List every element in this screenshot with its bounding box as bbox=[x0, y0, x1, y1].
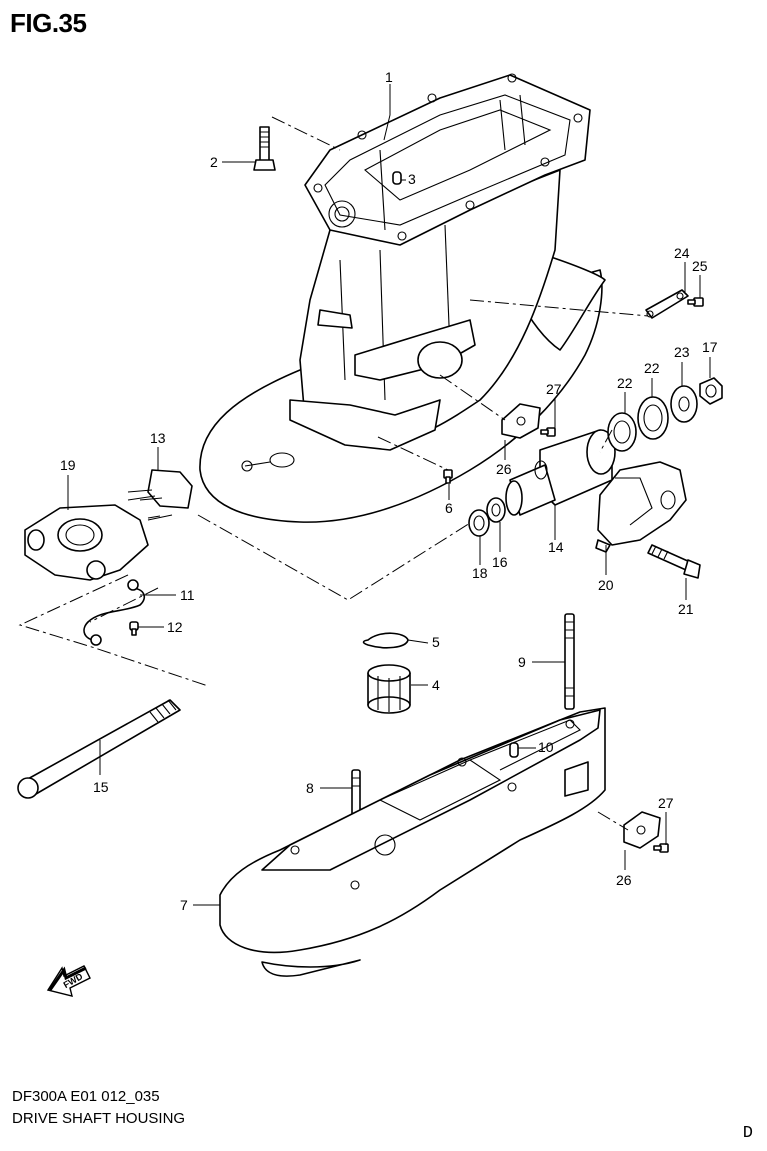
part-13-block bbox=[127, 469, 193, 521]
callout-15: 15 bbox=[93, 779, 109, 795]
callout-25: 25 bbox=[692, 258, 708, 274]
part-27-bolt-upper bbox=[540, 427, 556, 437]
part-14-mount-assembly bbox=[505, 429, 616, 516]
callout-1: 1 bbox=[385, 69, 393, 85]
callout-23: 23 bbox=[674, 344, 690, 360]
callout-27b: 27 bbox=[658, 795, 674, 811]
part-21-bolt bbox=[647, 544, 701, 579]
part-22-washer-a bbox=[607, 412, 637, 452]
callout-17: 17 bbox=[702, 339, 718, 355]
assembly-lines bbox=[18, 116, 649, 831]
part-6-bolt bbox=[443, 469, 453, 484]
callout-24: 24 bbox=[674, 245, 690, 261]
callout-6: 6 bbox=[445, 500, 453, 516]
part-23-washer bbox=[670, 385, 698, 423]
part-1-drive-shaft-housing bbox=[199, 73, 606, 523]
callout-5: 5 bbox=[432, 634, 440, 650]
part-26-anode-upper bbox=[501, 403, 541, 439]
callout-22b: 22 bbox=[644, 360, 660, 376]
callout-7: 7 bbox=[180, 897, 188, 913]
callout-21: 21 bbox=[678, 601, 694, 617]
part-24-bracket bbox=[645, 289, 689, 319]
callout-3: 3 bbox=[408, 171, 416, 187]
part-22-washer-b bbox=[637, 396, 669, 440]
callout-26a: 26 bbox=[496, 461, 512, 477]
part-4-mount-rubber bbox=[367, 664, 411, 714]
callout-labels: 1 2 3 4 5 6 7 8 9 10 11 12 13 14 15 16 1… bbox=[60, 69, 718, 913]
part-19-mount-bracket bbox=[24, 504, 149, 581]
callout-8: 8 bbox=[306, 780, 314, 796]
callout-20: 20 bbox=[598, 577, 614, 593]
callout-9: 9 bbox=[518, 654, 526, 670]
part-9-stud bbox=[564, 613, 575, 710]
part-26-anode-lower bbox=[623, 811, 661, 849]
callout-27a: 27 bbox=[546, 381, 562, 397]
part-17-nut bbox=[699, 377, 723, 405]
callout-13: 13 bbox=[150, 430, 166, 446]
part-18-washer bbox=[468, 509, 490, 537]
part-5-clip-ring bbox=[362, 632, 409, 649]
callout-19: 19 bbox=[60, 457, 76, 473]
callout-10: 10 bbox=[538, 739, 554, 755]
figure-name: DRIVE SHAFT HOUSING bbox=[12, 1110, 186, 1127]
fwd-arrow-icon: FWD bbox=[46, 965, 91, 997]
leader-lines bbox=[67, 84, 711, 906]
callout-4: 4 bbox=[432, 677, 440, 693]
part-16-washer bbox=[486, 497, 506, 523]
part-2-bolt bbox=[253, 126, 276, 171]
part-15-long-bolt bbox=[17, 699, 181, 799]
callout-16: 16 bbox=[492, 554, 508, 570]
callout-18: 18 bbox=[472, 565, 488, 581]
callout-22a: 22 bbox=[617, 375, 633, 391]
callout-12: 12 bbox=[167, 619, 183, 635]
part-27-bolt-lower bbox=[653, 843, 669, 853]
callout-14: 14 bbox=[548, 539, 564, 555]
part-25-bolt bbox=[687, 297, 704, 307]
callout-11: 11 bbox=[180, 587, 195, 603]
part-11-ground-wire bbox=[83, 579, 146, 646]
callout-2: 2 bbox=[210, 154, 218, 170]
figure-title: FIG.35 bbox=[10, 8, 87, 38]
corner-letter: D bbox=[742, 1124, 753, 1143]
model-code: DF300A E01 012_035 bbox=[12, 1088, 160, 1105]
part-7-lower-housing bbox=[219, 707, 606, 977]
callout-26b: 26 bbox=[616, 872, 632, 888]
